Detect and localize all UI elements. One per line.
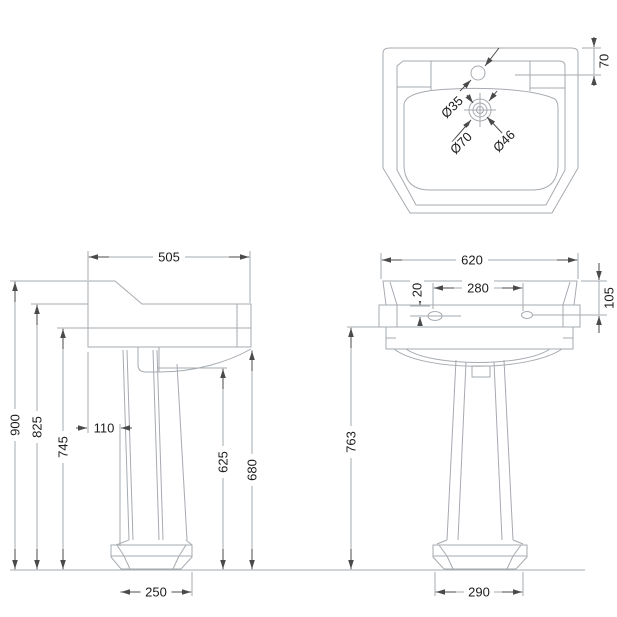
dimension-tap-hole-d35: Ø35 [435,47,500,124]
dimension-625: 625 [158,367,231,570]
dim-label-763: 763 [344,431,359,453]
dim-label-70: 70 [597,54,612,68]
top-view: 70 Ø35 Ø70 Ø46 [382,37,612,214]
dim-label-825: 825 [30,416,45,438]
dim-label-505: 505 [158,250,180,265]
dim-label-620: 620 [461,253,483,268]
dimension-70: 70 [515,37,612,86]
pedestal-front [432,359,528,570]
dimension-900: 900 [7,280,88,570]
dimension-110: 110 [76,352,132,546]
dimension-620: 620 [380,252,579,279]
dimension-280: 280 [432,280,524,311]
dimension-745: 745 [55,327,88,570]
dim-label-280: 280 [467,281,489,296]
dimension-20: 20 [410,279,461,326]
dim-label-625: 625 [216,451,231,473]
front-view: 620 280 20 [343,252,617,600]
dim-label-110: 110 [94,421,115,436]
dim-label-900: 900 [8,414,23,436]
dimension-250: 250 [120,572,193,600]
dim-label-250: 250 [145,585,167,600]
dim-label-105: 105 [602,287,617,309]
basin-plan-outline [382,47,579,214]
dim-label-745: 745 [56,436,71,458]
dimension-105: 105 [533,263,617,333]
dimension-825: 825 [29,303,88,570]
dim-label-290: 290 [468,585,490,600]
dimension-290: 290 [434,572,524,600]
basin-side-outline [87,280,252,348]
tap-hole-plan [470,65,486,81]
dimension-680: 680 [244,350,260,570]
dimension-763: 763 [343,326,381,570]
basin-front-outline [378,280,581,367]
pedestal-side [110,349,193,570]
dimension-505: 505 [87,249,251,303]
waste-hole-plan [464,93,496,127]
side-view: 505 900 825 [7,249,260,600]
dim-label-20: 20 [410,283,425,297]
dim-label-680: 680 [245,459,260,481]
